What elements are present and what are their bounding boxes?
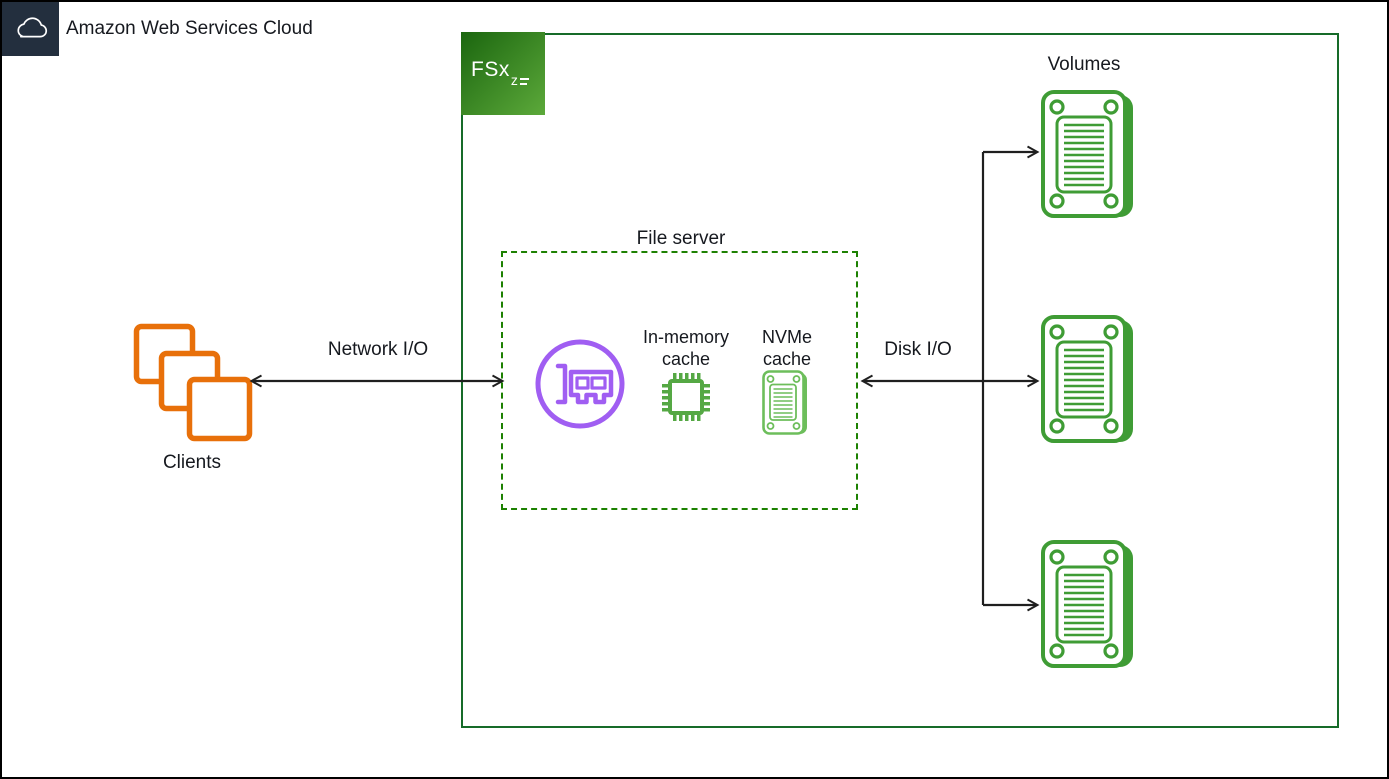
nvme-card-icon: [762, 370, 807, 435]
in-memory-cache-label-line2: cache: [661, 349, 711, 369]
fsx-logo-bars: [519, 78, 529, 85]
fsx-logo-sub: z: [510, 72, 518, 88]
stacked-squares-icon: [133, 323, 253, 442]
memory-chip-icon: [662, 373, 710, 421]
volume-icon: [1041, 540, 1133, 668]
nvme-cache-label: NVMe cache: [717, 326, 857, 370]
aws-cloud-badge: [2, 2, 59, 56]
network-io-label: Network I/O: [327, 339, 429, 360]
fsx-logo-text: FSx: [471, 58, 510, 81]
volume-icon: [1041, 315, 1133, 443]
cloud-icon: [16, 17, 47, 38]
in-memory-cache-label: In-memory cache: [614, 326, 758, 370]
volumes-label: Volumes: [1047, 54, 1121, 75]
volume-icon: [1041, 90, 1133, 218]
page-title: Amazon Web Services Cloud: [66, 18, 313, 39]
file-server-label: File server: [636, 228, 726, 249]
network-card-icon: [535, 339, 625, 429]
fsx-openzfs-logo: FSxz: [461, 32, 545, 115]
in-memory-cache-label-line1: In-memory: [642, 327, 729, 347]
nvme-cache-label-line1: NVMe: [761, 327, 812, 347]
disk-io-label: Disk I/O: [884, 339, 952, 360]
nvme-cache-label-line2: cache: [762, 349, 812, 369]
clients-label: Clients: [162, 452, 222, 473]
